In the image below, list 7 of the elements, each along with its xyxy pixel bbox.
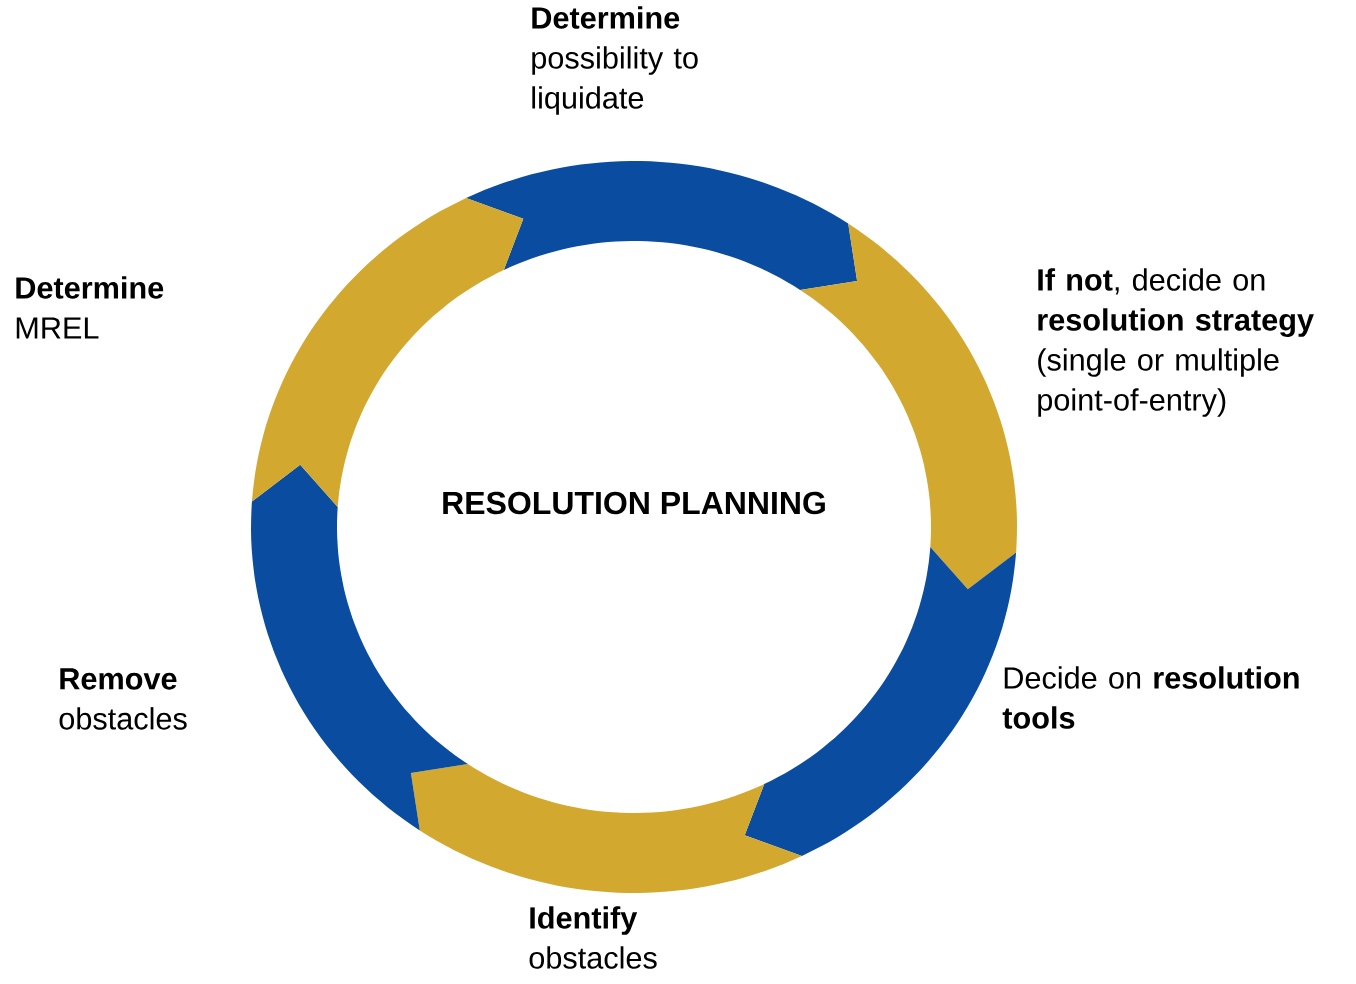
step-label: Decide on resolution tools: [1002, 666, 1299, 729]
step-label: If not, decide on resolution strategy (single or multiple point-of-entry): [1038, 268, 1314, 417]
step-label: Determine MREL: [16, 276, 164, 339]
step-label: Identify obstacles: [529, 906, 657, 969]
center-title: RESOLUTION PLANNING: [443, 491, 825, 515]
step-label: Determine possibility to liquidate: [532, 6, 698, 115]
step-label: Remove obstacles: [59, 668, 187, 730]
